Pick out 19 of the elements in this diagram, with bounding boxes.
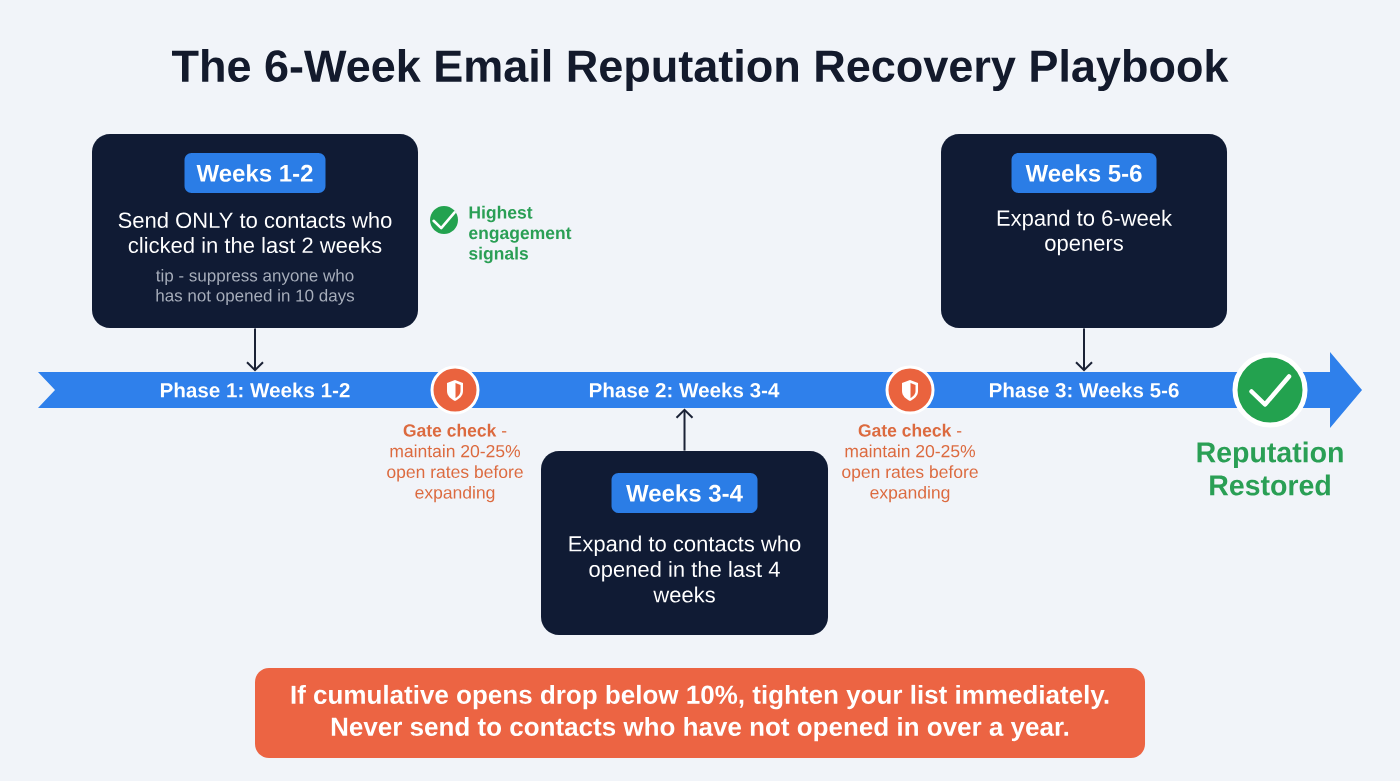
tip-text: tip - suppress anyone who has not opened in 10 days [156,269,355,305]
arrow [675,408,694,452]
week-badge: Weeks 5-6 [1011,153,1157,193]
phase-label: Phase 1: Weeks 1-2 [160,382,350,398]
phase-label: Phase 2: Weeks 3-4 [589,382,780,398]
instruction-text: Expand to 6-week openers [997,209,1173,256]
signal-note: Highest engagement signals [469,205,572,264]
gate-note: Gate check - maintain 20-25% open rates before expanding [842,423,978,503]
instruction-text: Expand to contacts who opened in the last 4 weeks [569,535,801,603]
phase-label: Phase 3: Weeks 5-6 [989,382,1179,398]
arrow [246,327,264,372]
week-badge: Weeks 3-4 [611,473,758,513]
status-text: Reputation Restored [1197,441,1343,496]
gate-note: Gate check - maintain 20-25% open rates before expanding [387,423,523,503]
warning-banner: If cumulative opens drop below 10%, tighten your list immediately. Never send to contacts who have not opened in over a year. [255,668,1145,758]
title: The 6-Week Email Reputation Recovery Playbook [172,49,1229,91]
week-badge: Weeks 1-2 [184,153,326,193]
arrow [1075,327,1093,372]
instruction-text: Send ONLY to contacts who clicked in the last 2 weeks [118,211,392,254]
